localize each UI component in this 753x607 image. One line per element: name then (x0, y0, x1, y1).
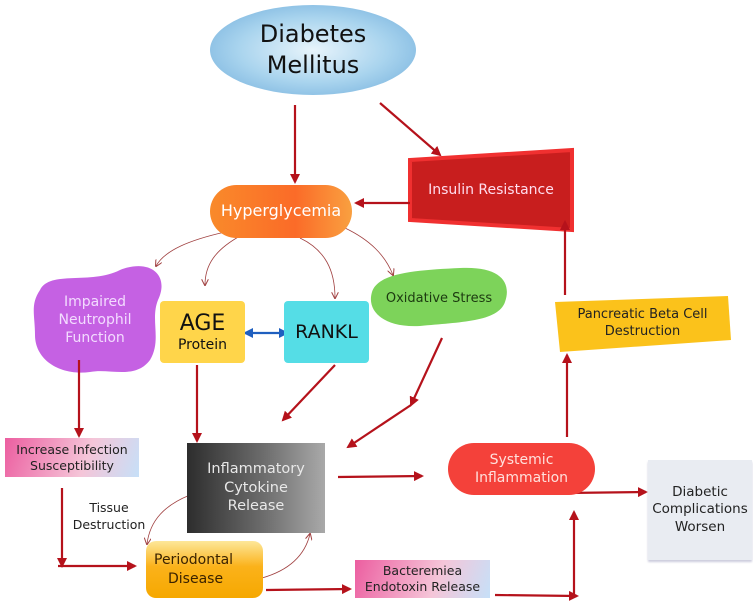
neutrophil-node: Impaired Neutrophil Function (35, 275, 155, 365)
insulin-shape (408, 147, 574, 233)
node-label: Increase Infection (16, 441, 128, 457)
node-label: Function (65, 330, 125, 347)
node-label: Worsen (674, 518, 726, 535)
node-label: Bacteremiea (382, 563, 463, 579)
complications-node: Diabetic Complications Worsen (648, 460, 752, 560)
node-label: Release (227, 498, 285, 515)
tissue-destruction-label: Tissue Destruction (70, 497, 148, 537)
periodontal-node: Periodontal Disease (146, 541, 263, 598)
node-label: Destruction (604, 324, 681, 339)
node-label: Systemic (489, 451, 554, 468)
flow-arrows (57, 102, 648, 601)
diabetes-ellipse (210, 5, 416, 95)
infection-node: Increase Infection Susceptibility (5, 438, 139, 477)
node-label: Diabetic (672, 483, 728, 500)
cytokine-node: Inflammatory Cytokine Release (187, 443, 325, 533)
hyperglycemia-node: Hyperglycemia (210, 185, 352, 238)
node-label: Diabetes (259, 19, 367, 48)
node-label: Hyperglycemia (220, 201, 342, 221)
node-label: Oxidative Stress (385, 290, 493, 306)
node-label: Mellitus (266, 51, 360, 79)
node-label: Endotoxin Release (364, 579, 481, 594)
node-label: Disease (168, 570, 224, 587)
label-text: Tissue (89, 500, 129, 516)
pancreatic-shape (555, 296, 731, 352)
node-label: Insulin Resistance (428, 181, 554, 198)
pancreatic-node: Pancreatic Beta Cell Destruction (555, 298, 730, 350)
node-label: Cytokine (224, 479, 288, 496)
label-text: Destruction (72, 517, 146, 532)
node-label: Impaired (63, 293, 127, 310)
neutrophil-blob (33, 266, 162, 373)
node-label: Inflammatory (207, 460, 305, 477)
bacteremia-node: Bacteremiea Endotoxin Release (355, 560, 490, 598)
node-label: Periodontal (154, 552, 234, 569)
node-label: Protein (177, 336, 228, 353)
oxidative-blob (370, 267, 507, 327)
age-protein-node: AGE Protein (160, 301, 245, 363)
oxidative-stress-node: Oxidative Stress (370, 275, 508, 323)
node-label: Pancreatic Beta Cell (577, 307, 708, 323)
node-label: Neutrophil (58, 311, 132, 328)
node-label: Inflammation (474, 470, 569, 486)
node-label: Complications (652, 501, 748, 518)
diabetes-mellitus-node: Diabetes Mellitus (210, 5, 416, 95)
systemic-inflammation-node: Systemic Inflammation (448, 443, 595, 495)
node-label: Susceptibility (30, 457, 114, 473)
rankl-node: RANKL (284, 301, 369, 363)
node-label: AGE (179, 311, 226, 337)
node-label: RANKL (295, 320, 358, 343)
insulin-resistance-node: Insulin Resistance (410, 160, 572, 220)
thin-curves (147, 227, 393, 579)
